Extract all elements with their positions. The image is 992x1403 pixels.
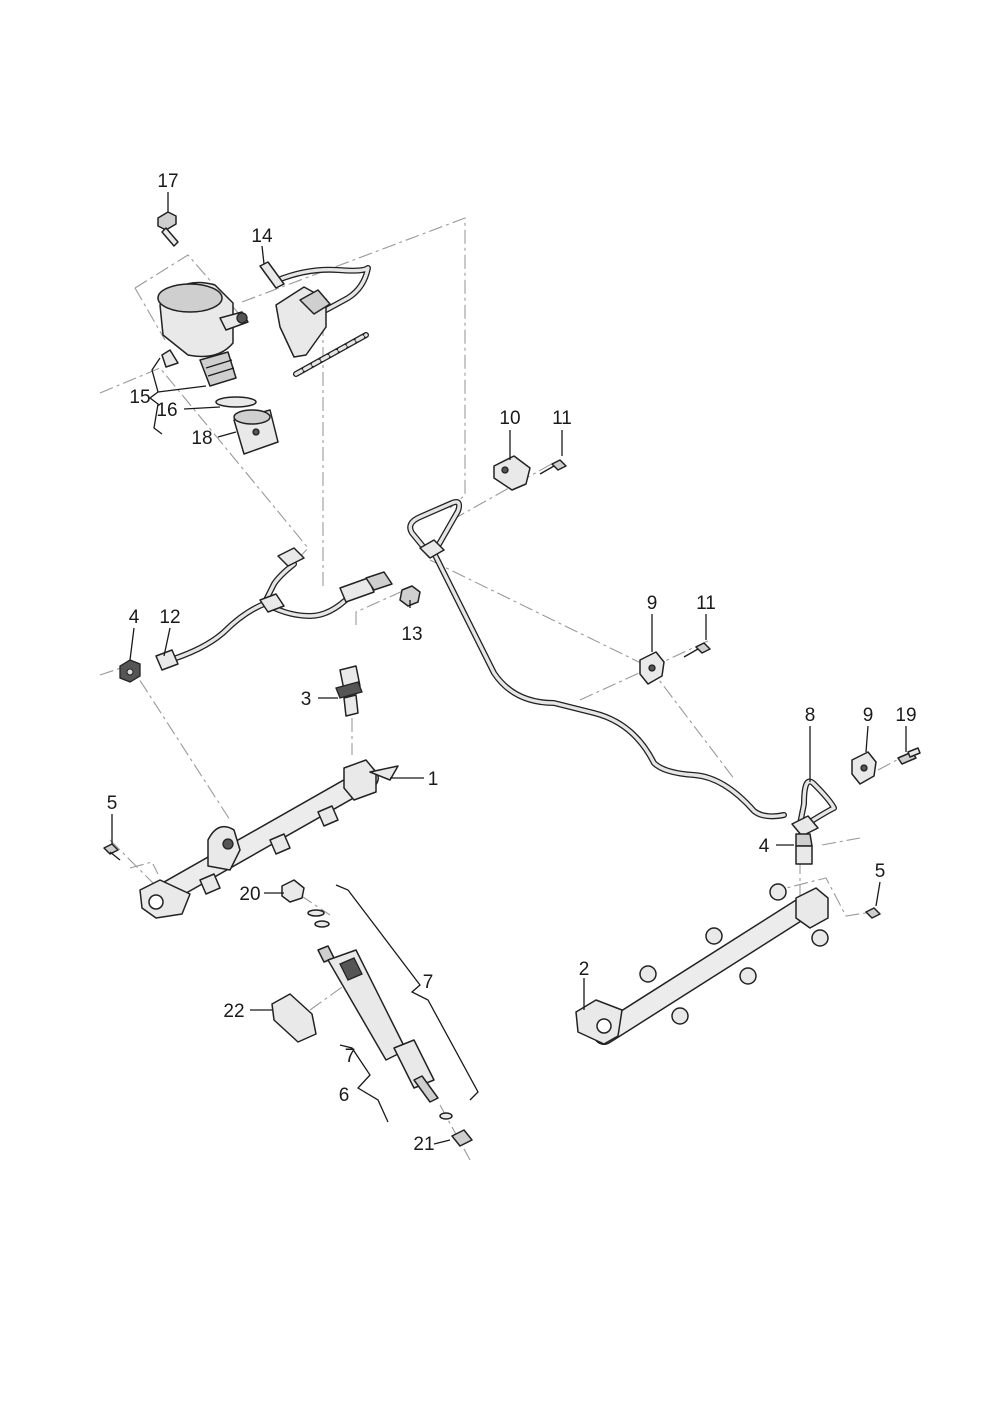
o-ring-16 xyxy=(215,396,257,408)
pressure-sensor-3 xyxy=(335,665,363,717)
callout-20: 20 xyxy=(239,884,260,905)
callout-21: 21 xyxy=(413,1134,434,1155)
cap-13 xyxy=(399,585,421,607)
callout-13: 13 xyxy=(401,624,422,645)
callout-17: 17 xyxy=(157,171,178,192)
brace-6-7 xyxy=(339,1044,389,1123)
bracket-22 xyxy=(271,993,317,1043)
callout-12: 12 xyxy=(159,607,180,628)
callout-10: 10 xyxy=(499,408,520,429)
callout-11-top: 11 xyxy=(552,408,572,429)
bolt-5-right xyxy=(865,907,881,919)
callout-9-right: 9 xyxy=(863,705,874,726)
high-pressure-pump-15 xyxy=(157,281,249,387)
stud-19 xyxy=(897,747,921,765)
pipe-bracket-14 xyxy=(259,261,371,377)
clip-9-right xyxy=(851,751,877,785)
pipe-end-8 xyxy=(791,778,837,837)
callout-4-right: 4 xyxy=(759,836,770,857)
injector-7 xyxy=(307,909,439,1103)
callout-4-left: 4 xyxy=(129,607,140,628)
fuel-rail-2 xyxy=(575,883,829,1045)
clamp-10 xyxy=(493,455,531,491)
callout-3: 3 xyxy=(301,689,312,710)
callout-18: 18 xyxy=(191,428,212,449)
callout-5-right: 5 xyxy=(875,861,886,882)
screw-11-top xyxy=(539,459,567,475)
brace-15 xyxy=(148,357,163,435)
callout-14: 14 xyxy=(251,226,273,247)
bolt-5-left xyxy=(103,843,121,861)
clip-20 xyxy=(281,879,305,903)
callout-11-mid: 11 xyxy=(696,593,716,614)
nut-4-left xyxy=(119,659,141,683)
fuel-pipe-long xyxy=(407,499,787,820)
callout-5-left: 5 xyxy=(107,793,118,814)
callout-19: 19 xyxy=(895,705,916,726)
assembly-lines xyxy=(99,217,907,1161)
callout-16: 16 xyxy=(156,400,177,421)
callout-6: 6 xyxy=(339,1085,350,1106)
callout-9-mid: 9 xyxy=(647,593,658,614)
callout-2: 2 xyxy=(579,959,590,980)
callout-7-inner: 7 xyxy=(345,1046,356,1067)
callout-labels: 17 14 15 16 18 10 11 9 11 4 12 13 3 1 8 … xyxy=(107,171,917,1155)
callout-8: 8 xyxy=(805,705,816,726)
clip-21 xyxy=(439,1112,473,1147)
screw-11-mid xyxy=(683,642,711,658)
brace-7-outer xyxy=(335,884,479,1101)
bolt-17 xyxy=(157,211,179,247)
callout-1: 1 xyxy=(428,769,439,790)
fuel-pipe-12 xyxy=(155,547,393,671)
callout-15: 15 xyxy=(129,387,150,408)
callout-7-outer: 7 xyxy=(423,972,434,993)
callout-22: 22 xyxy=(223,1001,244,1022)
fuel-rail-1 xyxy=(139,759,399,919)
clip-9-mid xyxy=(639,651,665,685)
union-4-right xyxy=(795,833,813,865)
cup-18 xyxy=(233,409,279,455)
leader-lines xyxy=(111,192,907,1145)
